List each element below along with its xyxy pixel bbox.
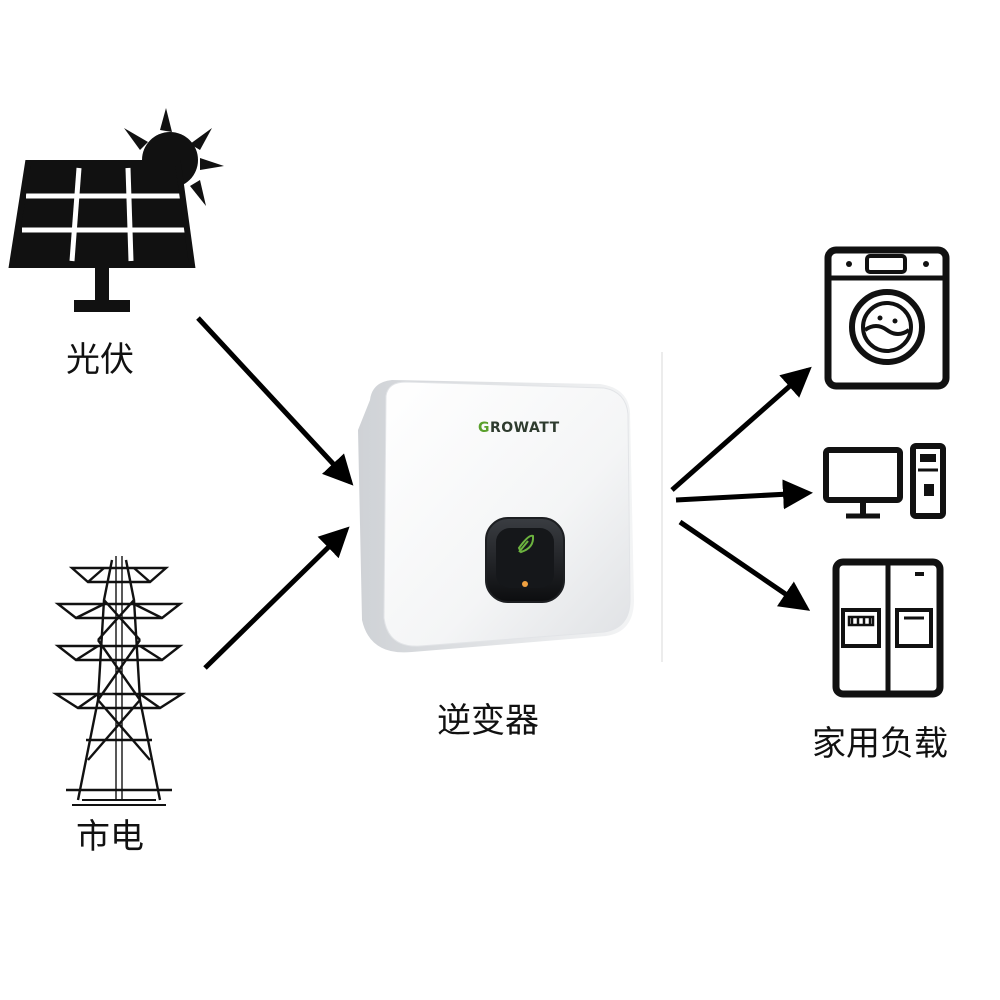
arrow-pv-to-inverter <box>198 318 350 482</box>
arrow-inverter-to-washer <box>672 370 808 490</box>
inverter-label: 逆变器 <box>437 704 539 738</box>
desktop-computer-icon <box>826 446 943 516</box>
household-load-label: 家用负载 <box>812 727 948 761</box>
arrow-inverter-to-fridge <box>680 522 806 608</box>
arrow-grid-to-inverter <box>205 530 346 668</box>
washing-machine-icon <box>828 250 946 386</box>
grid-label: 市电 <box>76 820 144 854</box>
pv-label: 光伏 <box>66 343 134 377</box>
arrow-inverter-to-computer <box>676 493 808 500</box>
button-indicator-icon <box>522 581 528 587</box>
inverter-brand-logo: GROWATT <box>478 420 560 436</box>
transmission-tower-icon <box>56 556 182 805</box>
refrigerator-icon <box>836 562 940 694</box>
solar-panel-icon <box>12 163 192 312</box>
